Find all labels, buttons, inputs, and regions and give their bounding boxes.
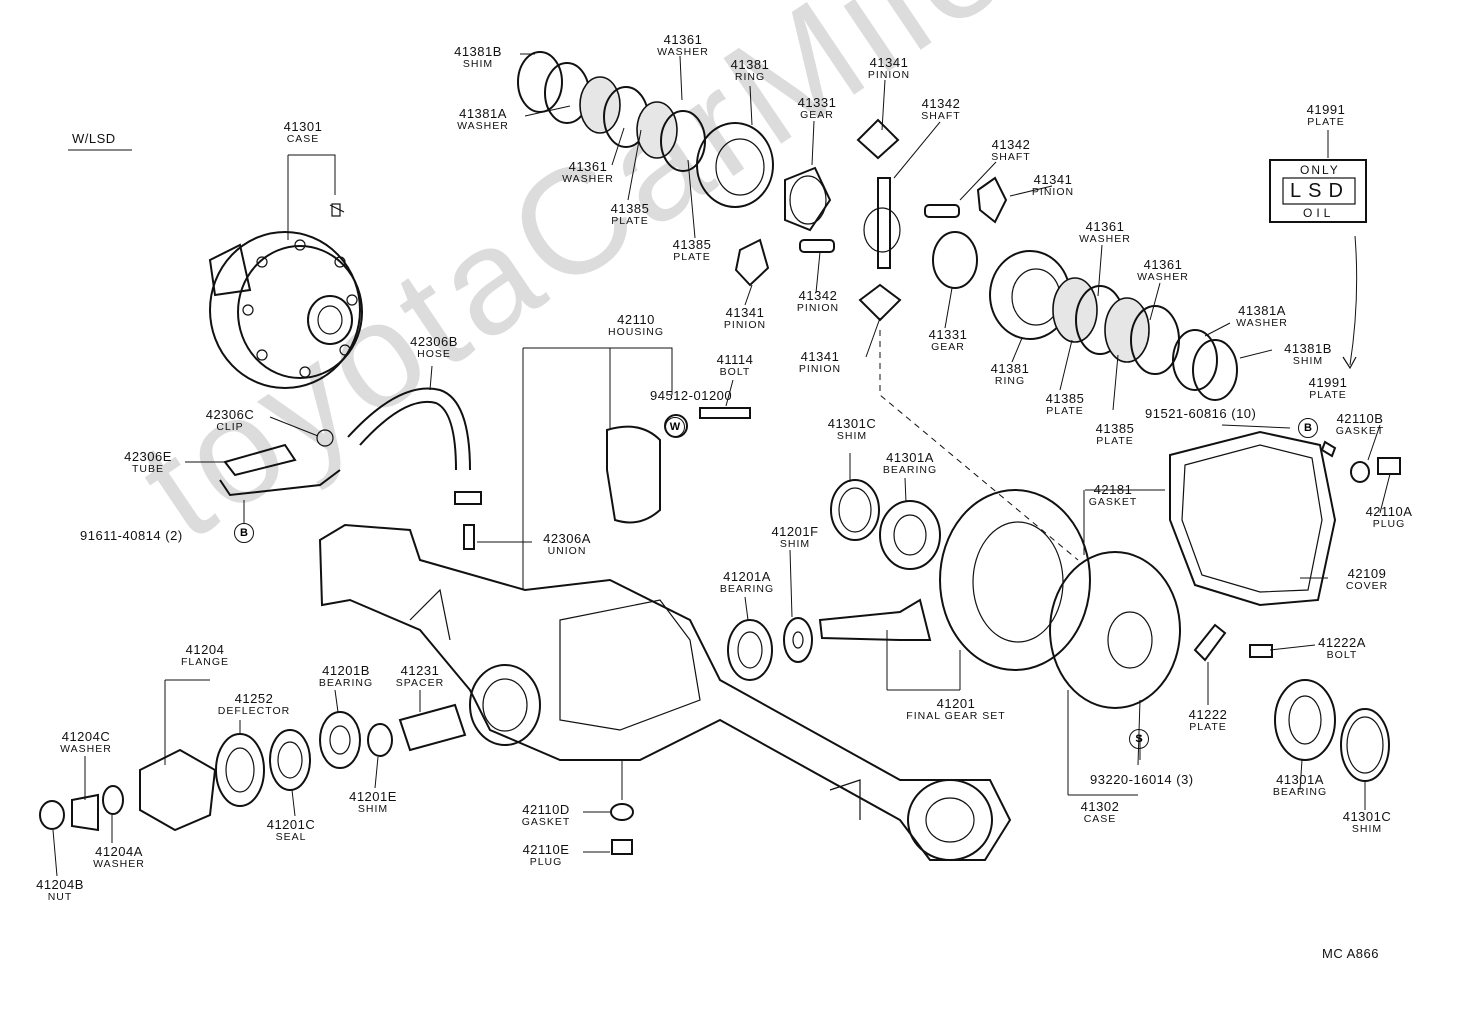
fastener-94512: 94512-01200 <box>650 388 733 403</box>
mark-b-left: B <box>234 523 254 543</box>
lsd-plate-line3: OIL <box>1303 206 1335 220</box>
fastener-91521: 91521-60816 (10) <box>1145 406 1257 421</box>
spider-gears-top <box>734 118 1008 322</box>
lsd-plate-line1: ONLY <box>1300 163 1340 177</box>
mark-b-right: B <box>1298 418 1318 438</box>
fastener-91611: 91611-40814 (2) <box>80 528 183 543</box>
top-clutch-pack <box>517 51 774 208</box>
variant-label: W/LSD <box>72 131 116 146</box>
diagram-code: MC A866 <box>1322 946 1379 961</box>
fastener-93220: 93220-16014 (3) <box>1090 772 1194 787</box>
lsd-case-drawing <box>208 203 363 389</box>
lsd-plate-line2: LSD <box>1290 180 1350 202</box>
right-clutch-pack <box>989 250 1238 401</box>
mark-s: S <box>1129 729 1149 749</box>
breather-hose-drawing <box>219 387 482 550</box>
mark-w: W <box>665 417 685 437</box>
axle-housing-drawing <box>318 523 1012 861</box>
